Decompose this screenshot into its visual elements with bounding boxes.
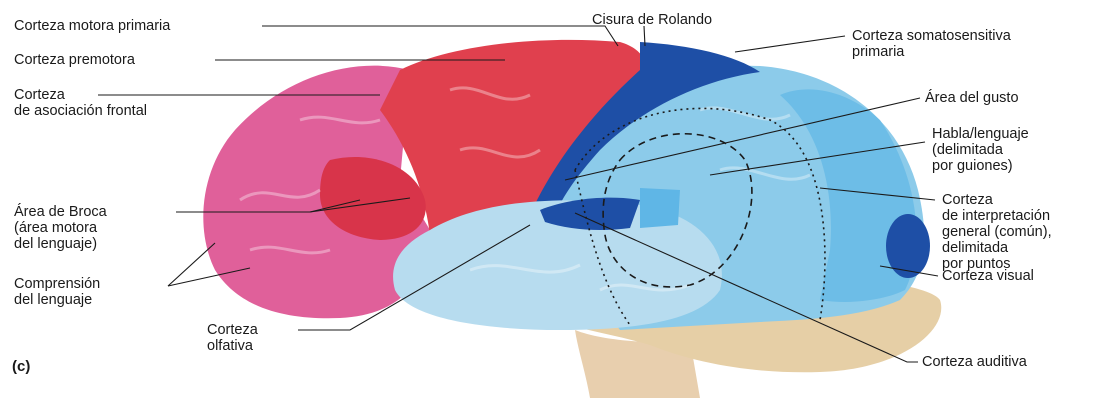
label-visual-cortex: Corteza visual	[942, 268, 1034, 284]
label-language-comprehension: Comprensión del lenguaje	[14, 276, 100, 308]
panel-letter: (c)	[12, 358, 30, 375]
label-olfactory: Corteza olfativa	[207, 322, 258, 354]
label-premotor: Corteza premotora	[14, 52, 135, 68]
taste-area	[640, 188, 680, 228]
label-motor-primary: Corteza motora primaria	[14, 18, 170, 34]
label-general-interpretation: Corteza de interpretación general (común…	[942, 192, 1052, 272]
label-auditory: Corteza auditiva	[922, 354, 1027, 370]
label-broca: Área de Broca (área motora del lenguaje)	[14, 204, 107, 252]
label-rolando-fissure: Cisura de Rolando	[592, 12, 712, 28]
label-somatosensory: Corteza somatosensitiva primaria	[852, 28, 1011, 60]
label-frontal-association: Corteza de asociación frontal	[14, 87, 147, 119]
label-taste-area: Área del gusto	[925, 90, 1019, 106]
label-speech: Habla/lenguaje (delimitada por guiones)	[932, 126, 1029, 174]
